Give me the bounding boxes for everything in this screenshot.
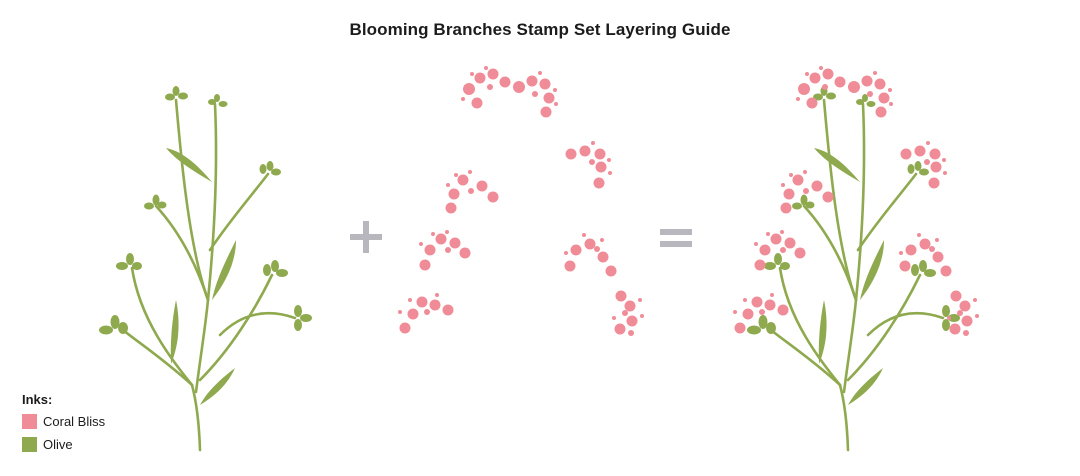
- plus-sign-icon: [350, 221, 382, 253]
- page-title: Blooming Branches Stamp Set Layering Gui…: [349, 20, 731, 39]
- legend-heading: Inks:: [22, 392, 53, 407]
- ink-legend: Inks: Coral Bliss Olive: [22, 392, 105, 457]
- coral-swatch-icon: [22, 413, 37, 429]
- olive-swatch-icon: [22, 436, 37, 452]
- stem-layer-panel: [97, 84, 314, 452]
- legend-label: Coral Bliss: [43, 413, 106, 429]
- flower-layer-panel: [398, 66, 644, 336]
- legend-label: Olive: [43, 436, 73, 452]
- combined-result-panel: [733, 66, 979, 452]
- legend-item-coral-bliss: Coral Bliss: [22, 411, 105, 431]
- equals-sign-icon: [660, 229, 692, 247]
- legend-item-olive: Olive: [22, 434, 105, 454]
